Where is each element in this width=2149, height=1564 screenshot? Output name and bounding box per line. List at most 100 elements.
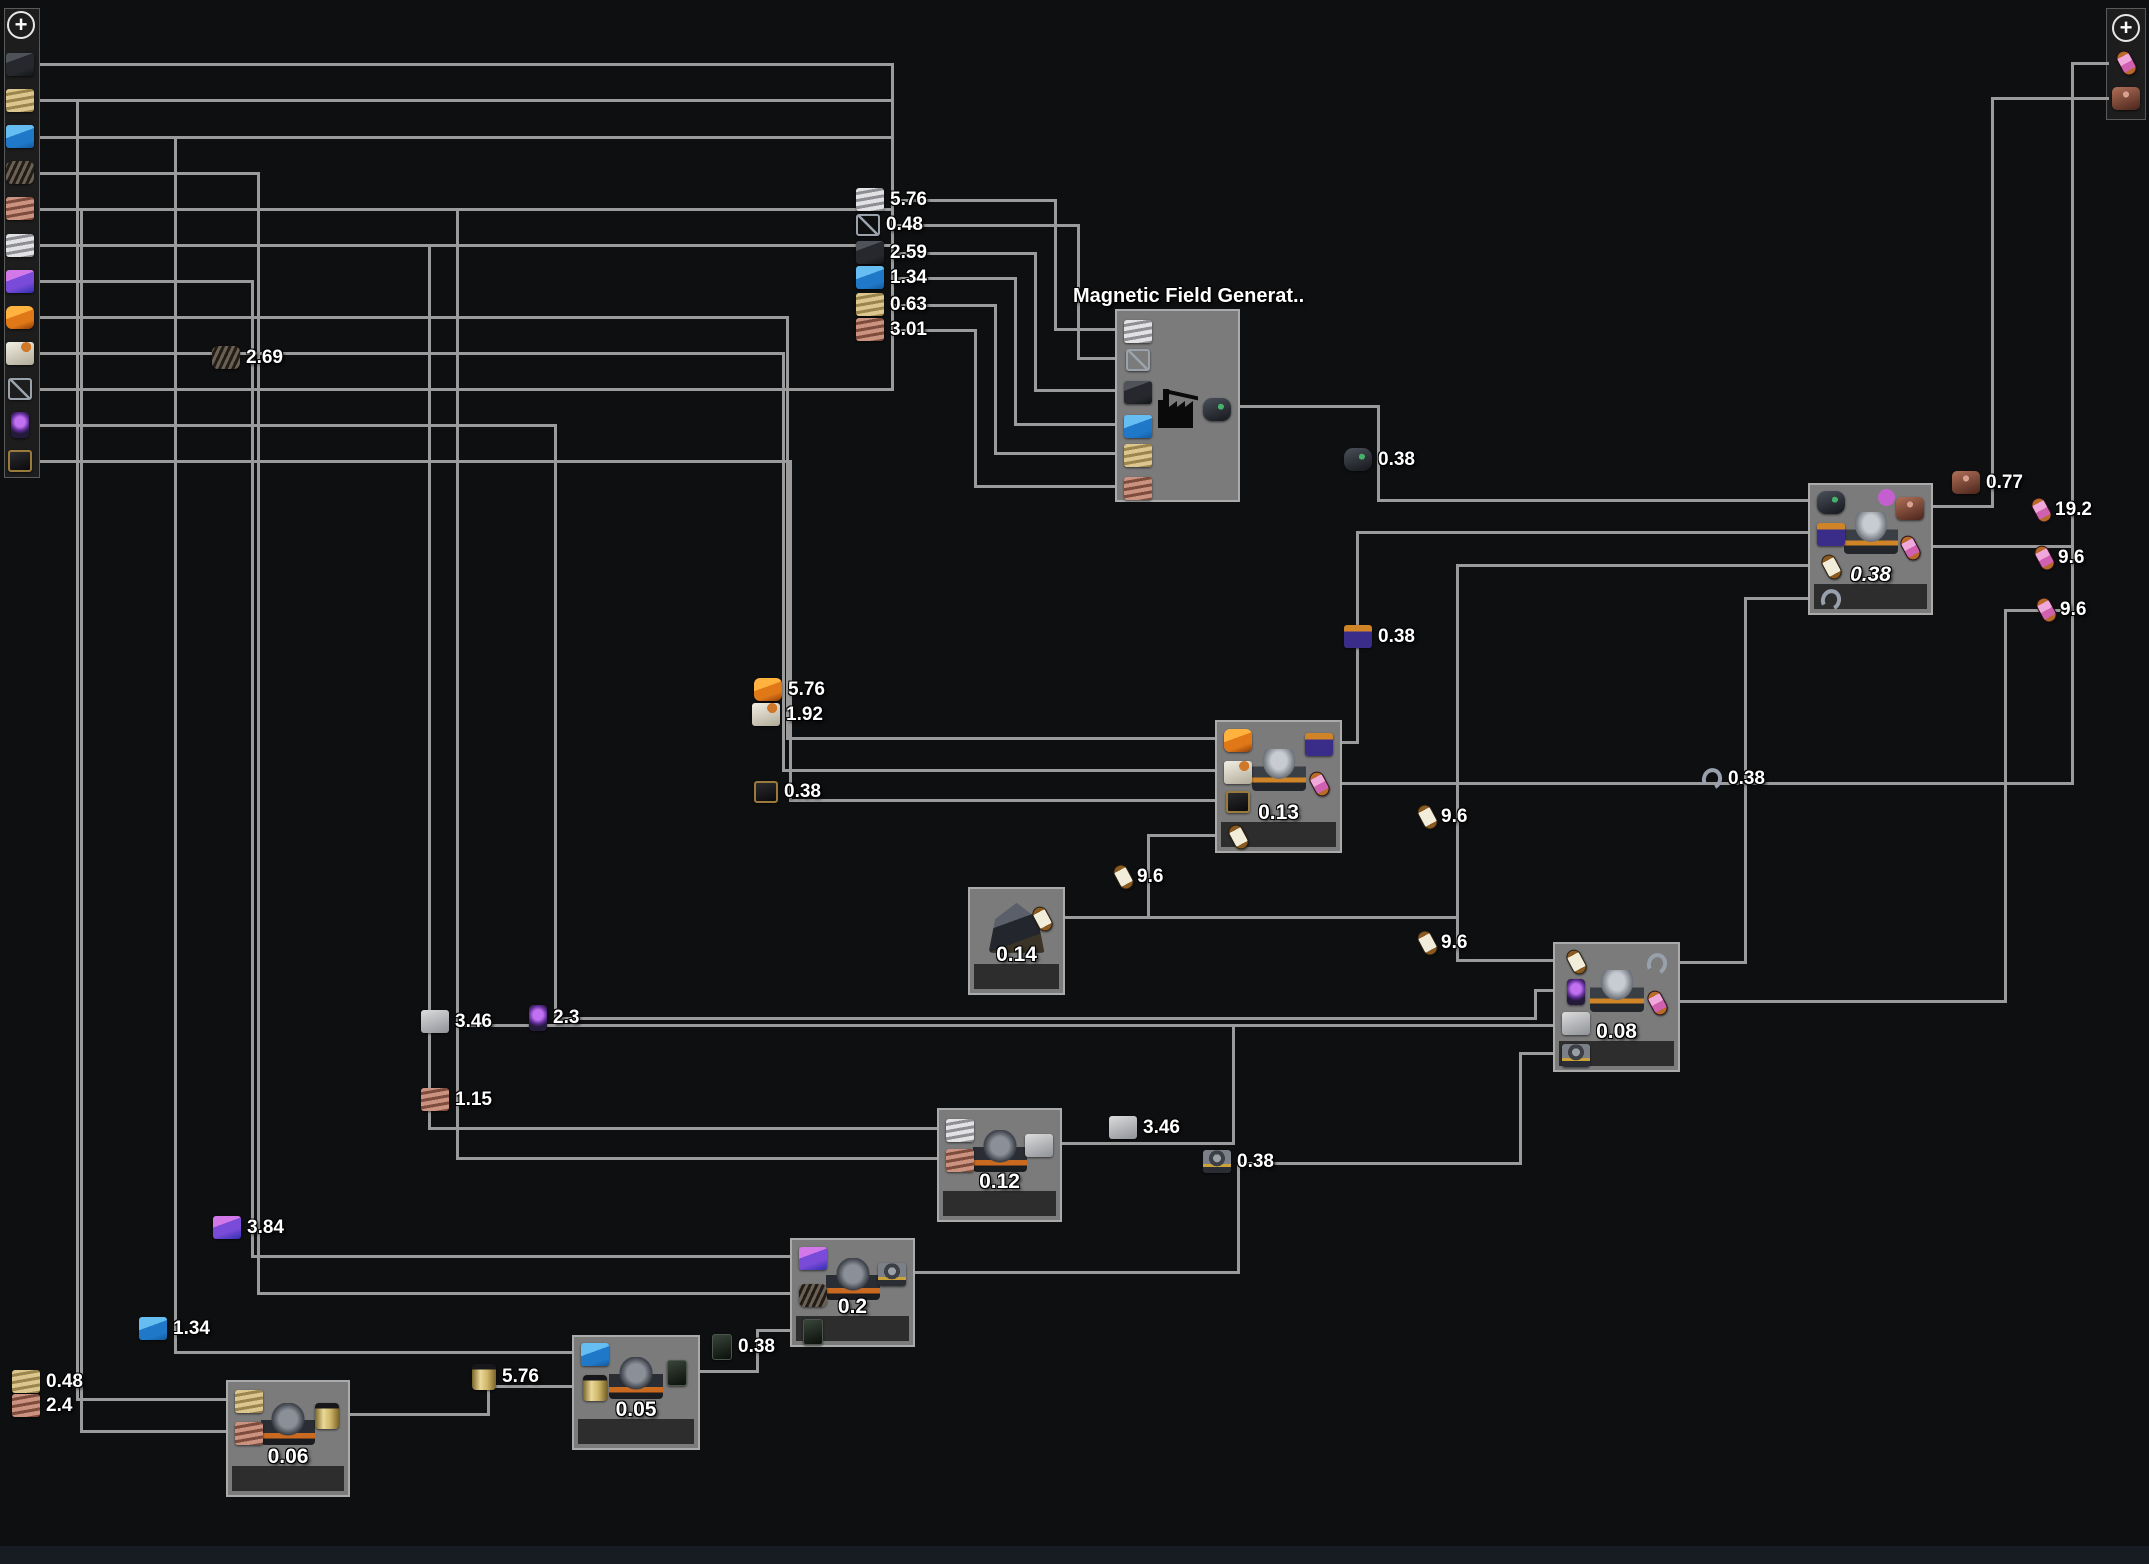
input-port[interactable] bbox=[1562, 1009, 1590, 1037]
flow-value: 1.34 bbox=[173, 1317, 210, 1339]
palette-item-copper-plates[interactable] bbox=[5, 193, 35, 223]
input-port[interactable] bbox=[1562, 1041, 1590, 1069]
output-port[interactable] bbox=[1643, 950, 1671, 978]
palette-item-wire-cube[interactable] bbox=[5, 374, 35, 404]
node-assembler-013[interactable]: 0.13 bbox=[1215, 720, 1342, 853]
input-port[interactable] bbox=[1817, 586, 1845, 614]
flow-edge bbox=[699, 1370, 759, 1373]
flow-edge bbox=[1377, 499, 1810, 502]
input-port[interactable] bbox=[1224, 822, 1252, 852]
input-port[interactable] bbox=[235, 1387, 263, 1415]
node-assembler-02[interactable]: 0.2 bbox=[790, 1238, 915, 1347]
add-input-item-button[interactable]: + bbox=[7, 11, 35, 39]
flow-edge bbox=[456, 1024, 1555, 1027]
node-assembler-038[interactable]: 0.38 bbox=[1808, 483, 1933, 615]
node-smelter-005[interactable]: 0.05 bbox=[572, 1335, 700, 1450]
palette-item-orange-cloth[interactable] bbox=[5, 302, 35, 332]
output-port[interactable] bbox=[1305, 769, 1333, 799]
purple-cube-icon bbox=[1817, 522, 1845, 546]
flow-edge bbox=[1991, 97, 1994, 508]
output-port[interactable] bbox=[1643, 988, 1671, 1018]
grey-hook-icon bbox=[1818, 586, 1844, 614]
flow-edge bbox=[40, 424, 557, 427]
purple-lamp-icon bbox=[1567, 979, 1585, 1005]
white-capsule-icon bbox=[1225, 822, 1251, 852]
input-port[interactable] bbox=[1224, 788, 1252, 816]
palette-item-dark-machine[interactable] bbox=[5, 49, 35, 79]
add-output-item-button[interactable]: + bbox=[2112, 14, 2140, 42]
flow-label: 0.38 bbox=[1699, 765, 1765, 793]
dark-panel-icon bbox=[667, 1360, 687, 1386]
camera-device-icon bbox=[1562, 1043, 1590, 1067]
silver-plates-icon bbox=[946, 1118, 974, 1142]
node-smelter-006[interactable]: 0.06 bbox=[226, 1380, 350, 1497]
flow-edge bbox=[1064, 916, 1459, 919]
flow-label: 0.38 bbox=[1344, 448, 1415, 471]
flow-edge bbox=[1744, 597, 1747, 964]
palette-item-silver-plates[interactable] bbox=[5, 230, 35, 260]
input-port[interactable] bbox=[581, 1374, 609, 1402]
input-port[interactable] bbox=[799, 1244, 827, 1272]
palette-item-purple-lamp[interactable] bbox=[5, 410, 35, 440]
flow-edge bbox=[1519, 1052, 1555, 1055]
palette-item-white-motor[interactable] bbox=[5, 338, 35, 368]
output-port[interactable] bbox=[1305, 730, 1333, 758]
input-port[interactable] bbox=[1124, 317, 1152, 345]
input-port[interactable] bbox=[799, 1281, 827, 1309]
flow-edge bbox=[251, 1255, 792, 1258]
output-port[interactable] bbox=[1896, 533, 1924, 563]
output-port[interactable] bbox=[1025, 1131, 1053, 1159]
input-port[interactable] bbox=[1124, 378, 1152, 406]
assembler-glyph bbox=[1843, 511, 1898, 554]
input-port[interactable] bbox=[799, 1318, 827, 1346]
node-progress-bar bbox=[1814, 584, 1927, 609]
output-port[interactable] bbox=[1896, 494, 1924, 522]
node-magnetic-field-generator[interactable] bbox=[1115, 309, 1240, 502]
input-port[interactable] bbox=[1124, 441, 1152, 469]
palette-item-red-machine[interactable] bbox=[2111, 83, 2141, 113]
flow-label: 2.59 bbox=[856, 241, 927, 264]
flow-edge bbox=[40, 136, 894, 139]
palette-item-coils[interactable] bbox=[5, 157, 35, 187]
output-port[interactable] bbox=[313, 1402, 341, 1430]
input-port[interactable] bbox=[946, 1146, 974, 1174]
machine-icon-smelter bbox=[972, 1130, 1027, 1173]
flow-value: 0.48 bbox=[886, 214, 923, 235]
input-port[interactable] bbox=[1562, 947, 1590, 977]
palette-item-tan-board[interactable] bbox=[5, 85, 35, 115]
white-motor-icon bbox=[752, 703, 780, 726]
input-port[interactable] bbox=[235, 1419, 263, 1447]
input-port[interactable] bbox=[946, 1116, 974, 1144]
flow-value: 2.69 bbox=[246, 346, 283, 368]
input-port[interactable] bbox=[1224, 726, 1252, 754]
input-port[interactable] bbox=[1224, 758, 1252, 786]
output-port[interactable] bbox=[663, 1359, 691, 1387]
wire-cube-icon bbox=[1126, 349, 1150, 371]
palette-item-pink-capsule[interactable] bbox=[2111, 48, 2141, 78]
input-port[interactable] bbox=[1124, 474, 1152, 502]
input-port[interactable] bbox=[1817, 520, 1845, 548]
palette-item-blue-box[interactable] bbox=[5, 121, 35, 151]
input-port[interactable] bbox=[1817, 488, 1845, 516]
orange-cloth-icon bbox=[754, 678, 782, 701]
input-port[interactable] bbox=[1124, 346, 1152, 374]
output-port[interactable] bbox=[1028, 904, 1056, 934]
tan-board-icon bbox=[1124, 443, 1152, 467]
input-port[interactable] bbox=[581, 1340, 609, 1368]
input-port[interactable] bbox=[1562, 978, 1590, 1006]
output-port[interactable] bbox=[878, 1260, 906, 1288]
flow-edge bbox=[1237, 1162, 1240, 1274]
node-assembler-008[interactable]: 0.08 bbox=[1553, 942, 1680, 1072]
flow-edge bbox=[40, 316, 789, 319]
palette-item-dark-container[interactable] bbox=[5, 446, 35, 476]
flow-value: 9.6 bbox=[1441, 806, 1468, 827]
node-miner-014[interactable]: 0.14 bbox=[968, 887, 1065, 995]
flow-value: 5.76 bbox=[890, 188, 927, 210]
grey-plates-icon bbox=[1025, 1133, 1053, 1157]
node-smelter-012[interactable]: 0.12 bbox=[937, 1108, 1062, 1222]
output-port[interactable] bbox=[1203, 395, 1231, 423]
input-port[interactable] bbox=[1124, 412, 1152, 440]
pink-capsule-icon bbox=[2031, 543, 2058, 573]
palette-item-purple-crystals[interactable] bbox=[5, 266, 35, 296]
